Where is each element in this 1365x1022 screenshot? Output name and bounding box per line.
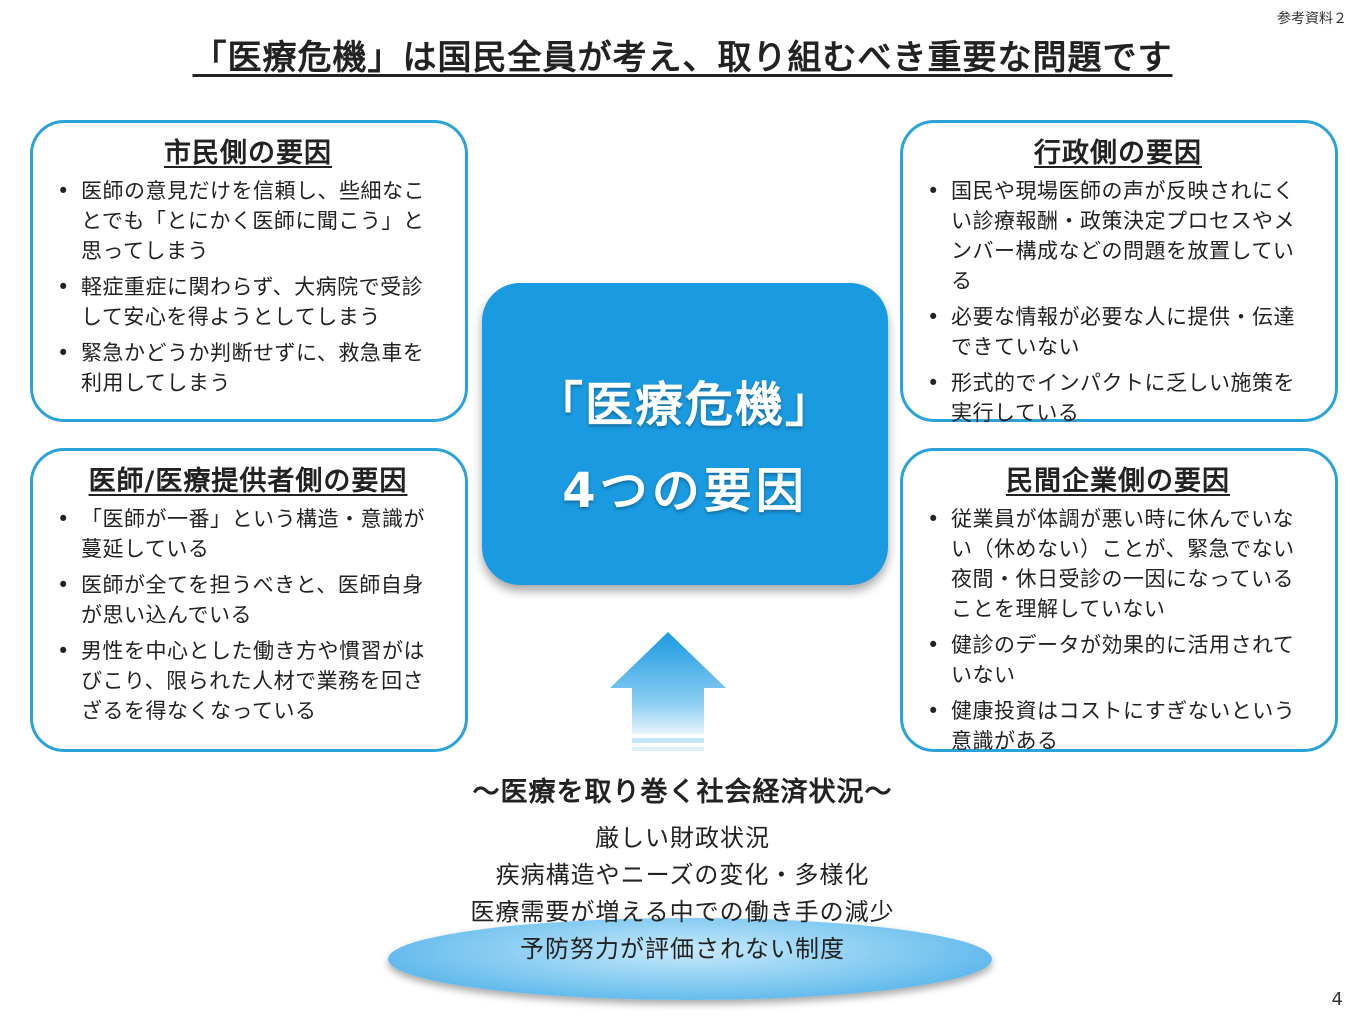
list-item: 医療需要が増える中での働き手の減少	[470, 898, 895, 926]
list-item: 予防努力が評価されない制度	[520, 935, 845, 963]
panel-company-heading: 民間企業側の要因	[1006, 466, 1230, 497]
list-item: 男性を中心とした働き方や慣習がはびこり、限られた人材で業務を回さざるを得なくなっ…	[57, 636, 443, 726]
list-item: 従業員が体調が悪い時に休んでいない（休めない）ことが、緊急でない夜間・休日受診の…	[927, 504, 1313, 624]
list-item: 緊急かどうか判断せずに、救急車を利用してしまう	[57, 338, 443, 398]
list-item: 形式的でインパクトに乏しい施策を実行している	[927, 368, 1313, 428]
page-number: 4	[1331, 989, 1343, 1010]
list-item: 軽症重症に関わらず、大病院で受診して安心を得ようとしてしまう	[57, 272, 443, 332]
up-arrow-icon	[610, 632, 726, 751]
list-item: 必要な情報が必要な人に提供・伝達できていない	[927, 302, 1313, 362]
list-item: 国民や現場医師の声が反映されにくい診療報酬・政策決定プロセスやメンバー構成などの…	[927, 176, 1313, 296]
panel-citizen-factors: 市民側の要因 医師の意見だけを信頼し、些細なことでも「とにかく医師に聞こう」と思…	[30, 120, 468, 422]
panel-doctor-list: 「医師が一番」という構造・意識が蔓延している 医師が全てを担うべきと、医師自身が…	[53, 504, 443, 726]
panel-citizen-list: 医師の意見だけを信頼し、些細なことでも「とにかく医師に聞こう」と思ってしまう 軽…	[53, 176, 443, 398]
social-conditions-list: 厳しい財政状況 疾病構造やニーズの変化・多様化 医療需要が増える中での働き手の減…	[0, 820, 1365, 968]
list-item: 健康投資はコストにすぎないという意識がある	[927, 696, 1313, 756]
panel-citizen-heading: 市民側の要因	[164, 138, 332, 169]
center-title-line2: 4つの要因	[562, 463, 808, 519]
panel-admin-heading: 行政側の要因	[1034, 138, 1202, 169]
list-item: 健診のデータが効果的に活用されていない	[927, 630, 1313, 690]
list-item: 医師が全てを担うべきと、医師自身が思い込んでいる	[57, 570, 443, 630]
page-title-text: 「医療危機」は国民全員が考え、取り組むべき重要な問題です	[192, 38, 1173, 78]
panel-company-factors: 民間企業側の要因 従業員が体調が悪い時に休んでいない（休めない）ことが、緊急でな…	[900, 448, 1338, 753]
panel-doctor-heading: 医師/医療提供者側の要因	[88, 466, 408, 497]
list-item: 疾病構造やニーズの変化・多様化	[495, 861, 870, 889]
center-box: 「医療危機」 4つの要因	[482, 283, 888, 585]
list-item: 医師の意見だけを信頼し、些細なことでも「とにかく医師に聞こう」と思ってしまう	[57, 176, 443, 266]
page-title: 「医療危機」は国民全員が考え、取り組むべき重要な問題です	[0, 30, 1365, 79]
panel-admin-list: 国民や現場医師の声が反映されにくい診療報酬・政策決定プロセスやメンバー構成などの…	[923, 176, 1313, 428]
panel-admin-factors: 行政側の要因 国民や現場医師の声が反映されにくい診療報酬・政策決定プロセスやメン…	[900, 120, 1338, 425]
reference-label: 参考資料２	[1277, 11, 1347, 27]
center-title-line1: 「医療危機」	[534, 377, 835, 433]
list-item: 厳しい財政状況	[595, 824, 770, 852]
list-item: 「医師が一番」という構造・意識が蔓延している	[57, 504, 443, 564]
panel-doctor-factors: 医師/医療提供者側の要因 「医師が一番」という構造・意識が蔓延している 医師が全…	[30, 448, 468, 752]
base-ellipse	[388, 918, 992, 1000]
panel-company-list: 従業員が体調が悪い時に休んでいない（休めない）ことが、緊急でない夜間・休日受診の…	[923, 504, 1313, 756]
social-conditions-heading: 〜医療を取り巻く社会経済状況〜	[472, 777, 893, 808]
